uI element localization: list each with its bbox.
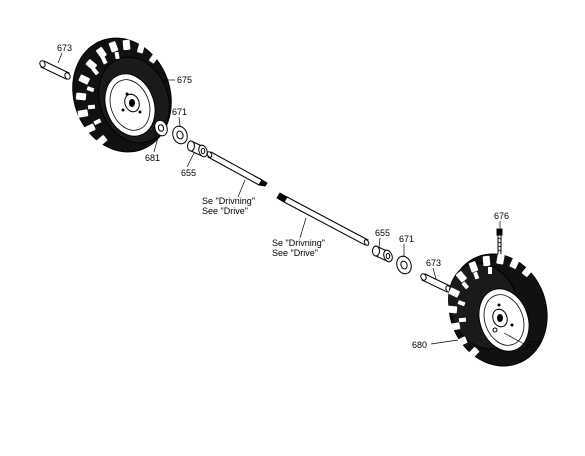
label-drive1-line1: Se "Drivning" <box>202 196 255 206</box>
part-labels: 673 675 671 681 655 Se "Drivning" See "D… <box>57 43 541 350</box>
washer-671-top <box>172 125 188 145</box>
right-wheel-680 <box>446 253 548 367</box>
drive-shaft-upper <box>206 151 268 187</box>
bolt-676 <box>496 228 503 256</box>
label-drive1-line2: See "Drive" <box>202 206 248 216</box>
left-wheel-675 <box>72 37 172 153</box>
axle-pin-673-top <box>39 60 71 80</box>
bushing-655-bottom <box>372 245 393 263</box>
label-671-bottom: 671 <box>399 234 414 244</box>
leader-lines <box>57 52 525 345</box>
label-673-top: 673 <box>57 43 72 53</box>
tire-icon <box>446 253 548 367</box>
label-676: 676 <box>494 211 509 221</box>
tire-icon <box>72 37 172 153</box>
bushing-655-top <box>187 140 208 158</box>
label-671-top: 671 <box>172 107 187 117</box>
label-drive2-line2: See "Drive" <box>272 248 318 258</box>
drive-shaft-lower <box>276 192 370 246</box>
label-681: 681 <box>145 153 160 163</box>
label-drive2-line1: Se "Drivning" <box>272 238 325 248</box>
label-655-bottom: 655 <box>375 228 390 238</box>
label-673-bottom: 673 <box>426 258 441 268</box>
label-680: 680 <box>412 340 427 350</box>
label-655-top: 655 <box>181 168 196 178</box>
label-675: 675 <box>177 75 192 85</box>
axle-pin-673-bottom <box>420 273 452 293</box>
label-677: 677 <box>526 340 541 350</box>
washer-681 <box>154 119 168 137</box>
washer-671-bottom <box>396 255 412 275</box>
